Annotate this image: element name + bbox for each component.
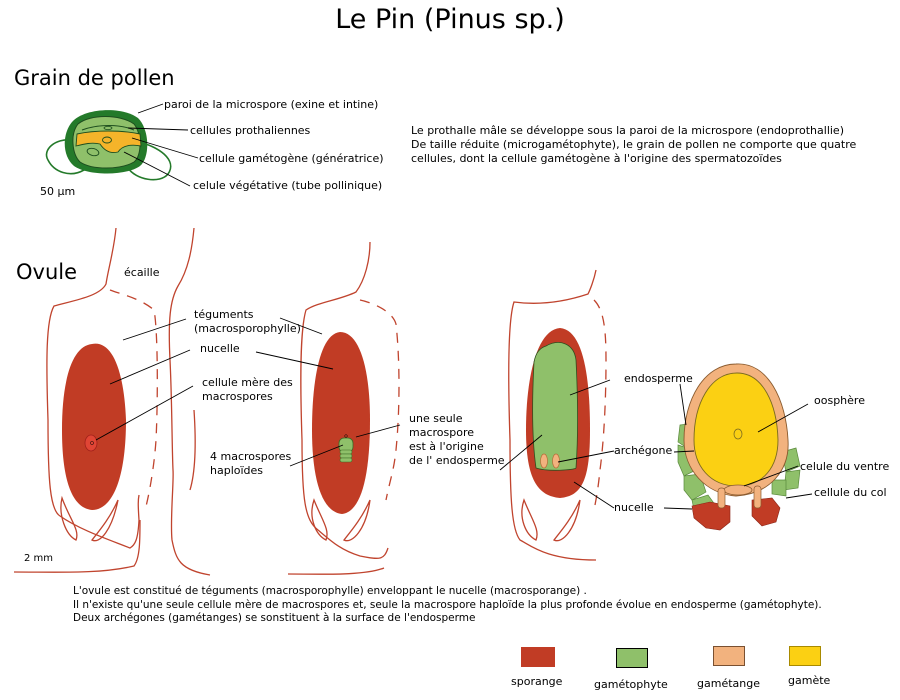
legend-label-gamete: gamète bbox=[788, 674, 831, 687]
label-ventral-cell: celule du ventre bbox=[800, 460, 890, 473]
legend-swatch-gamete bbox=[789, 646, 821, 666]
ovule-description-line: L'ovule est constitué de téguments (macr… bbox=[73, 585, 587, 597]
label-generative-cell: cellule gamétogène (génératrice) bbox=[199, 152, 384, 165]
ovule-heading: Ovule bbox=[16, 260, 78, 284]
archegonium-detail bbox=[677, 363, 801, 531]
ovule-stage-3 bbox=[508, 269, 607, 561]
label-oosphere: oosphère bbox=[814, 394, 865, 407]
legend-label-sporange: sporange bbox=[511, 675, 563, 688]
oosphere-nucleus bbox=[733, 428, 743, 440]
pollen-scale: 50 µm bbox=[40, 185, 76, 198]
label-prothallial-cells: cellules prothaliennes bbox=[190, 124, 311, 137]
legend-swatch-gametange bbox=[713, 646, 745, 666]
label-mother-cell: cellule mère des bbox=[202, 376, 293, 389]
label-mother-cell-2: macrospores bbox=[202, 390, 273, 403]
nucellus-2 bbox=[312, 332, 370, 514]
legend-label-gametophyte: gamétophyte bbox=[594, 678, 668, 691]
legend-swatch-gametophyte bbox=[616, 648, 648, 668]
label-vegetative-cell: celule végétative (tube pollinique) bbox=[193, 179, 383, 192]
page-title: Le Pin (Pinus sp.) bbox=[335, 4, 565, 35]
label-nucellus: nucelle bbox=[200, 342, 240, 355]
label-single-macrospore: une seule bbox=[409, 412, 463, 425]
label-four-macrospores-2: haploïdes bbox=[210, 464, 264, 477]
pollen-description-line: De taille réduite (microgamétophyte), le… bbox=[411, 138, 857, 151]
label-single-macrospore-4: de l' endosperme bbox=[409, 454, 505, 467]
ovule-stage-2 bbox=[287, 241, 400, 575]
label-integuments-sub: (macrosporophylle) bbox=[194, 322, 301, 335]
legend-swatch-sporange bbox=[521, 647, 555, 667]
label-endosperm: endosperme bbox=[624, 372, 693, 385]
label-single-macrospore-3: est à l'origine bbox=[409, 440, 484, 453]
pollen-description: Le prothalle mâle se développe sous la p… bbox=[411, 124, 856, 166]
ovule-description-line: Deux archégones (gamétanges) se sonstitu… bbox=[73, 612, 476, 624]
mother-cell bbox=[84, 434, 98, 452]
label-integuments: téguments bbox=[194, 308, 254, 321]
archegonium-1 bbox=[540, 453, 548, 469]
dashed-integument bbox=[109, 289, 158, 511]
neck-cell-2 bbox=[753, 485, 762, 509]
nucellus-1 bbox=[62, 343, 126, 510]
neck-cell-1 bbox=[717, 487, 726, 509]
pollen-grain bbox=[45, 103, 199, 187]
label-scale-bract: écaille bbox=[124, 266, 160, 279]
dashed-integument-3 bbox=[593, 299, 607, 511]
label-nucellus-2: nucelle bbox=[614, 501, 654, 514]
archegonium-2 bbox=[552, 453, 560, 469]
ovule-description-line: Il n'existe qu'une seule cellule mère de… bbox=[73, 598, 822, 611]
ovule-description: L'ovule est constitué de téguments (macr… bbox=[73, 585, 822, 626]
label-microspore-wall: paroi de la microspore (exine et intine) bbox=[164, 98, 379, 111]
label-single-macrospore-2: macrospore bbox=[409, 426, 475, 439]
endosperm bbox=[532, 342, 578, 471]
prothallial-nucleus bbox=[103, 126, 113, 131]
pollen-description-line: cellules, dont la cellule gamétogène à l… bbox=[411, 152, 782, 165]
pollen-generative-cell bbox=[75, 130, 142, 153]
pollen-heading: Grain de pollen bbox=[14, 66, 175, 90]
label-neck-cell: cellule du col bbox=[814, 486, 887, 499]
ovule-scale: 2 mm bbox=[24, 553, 54, 564]
dashed-integument-2 bbox=[359, 299, 400, 501]
label-archegonium: archégone bbox=[614, 444, 673, 457]
legend-label-gametange: gamétange bbox=[697, 677, 760, 690]
four-macrospores bbox=[338, 434, 354, 463]
ovule-stage-1 bbox=[13, 227, 211, 576]
ventral-cell bbox=[723, 484, 753, 496]
pollen-description-line: Le prothalle mâle se développe sous la p… bbox=[411, 124, 844, 137]
label-four-macrospores: 4 macrospores bbox=[210, 450, 292, 463]
